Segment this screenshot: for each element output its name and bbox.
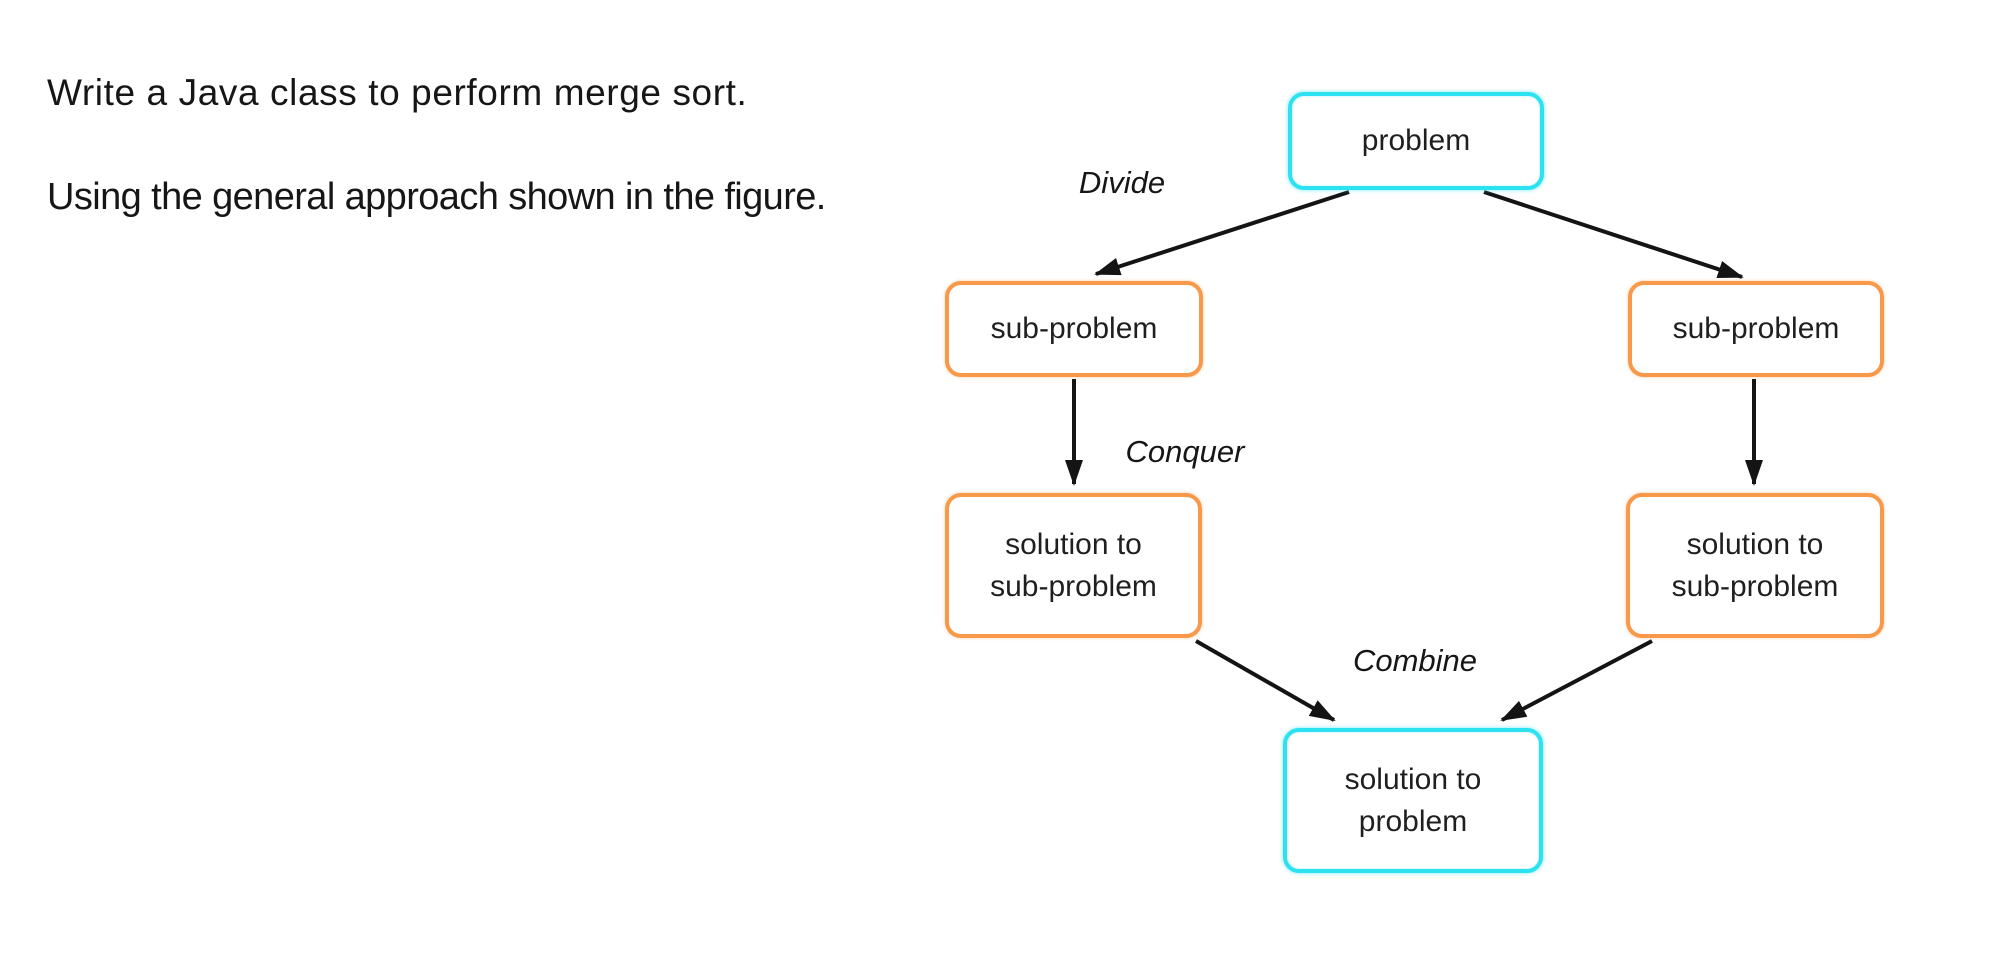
edge-label-combine: Combine (1352, 643, 1478, 678)
edge-combine-left (1195, 639, 1336, 722)
diagram-edges (1065, 190, 1763, 722)
edge-combine-right (1500, 639, 1653, 722)
node-solution-problem: solution to problem (1283, 728, 1543, 873)
edge-label-conquer: Conquer (1125, 434, 1245, 469)
node-problem: problem (1288, 92, 1544, 190)
node-solution-sub-right: solution to sub-problem (1626, 493, 1884, 638)
node-solution-sub-left: solution to sub-problem (945, 493, 1202, 638)
node-sub-problem-left: sub-problem (945, 281, 1203, 377)
edge-divide-left (1094, 190, 1350, 276)
edge-label-divide: Divide (1078, 165, 1166, 200)
node-sub-problem-right: sub-problem (1628, 281, 1884, 377)
prompt-line-1: Write a Java class to perform merge sort… (47, 72, 748, 113)
edge-divide-right (1483, 190, 1744, 279)
prompt-line-2: Using the general approach shown in the … (47, 176, 826, 218)
